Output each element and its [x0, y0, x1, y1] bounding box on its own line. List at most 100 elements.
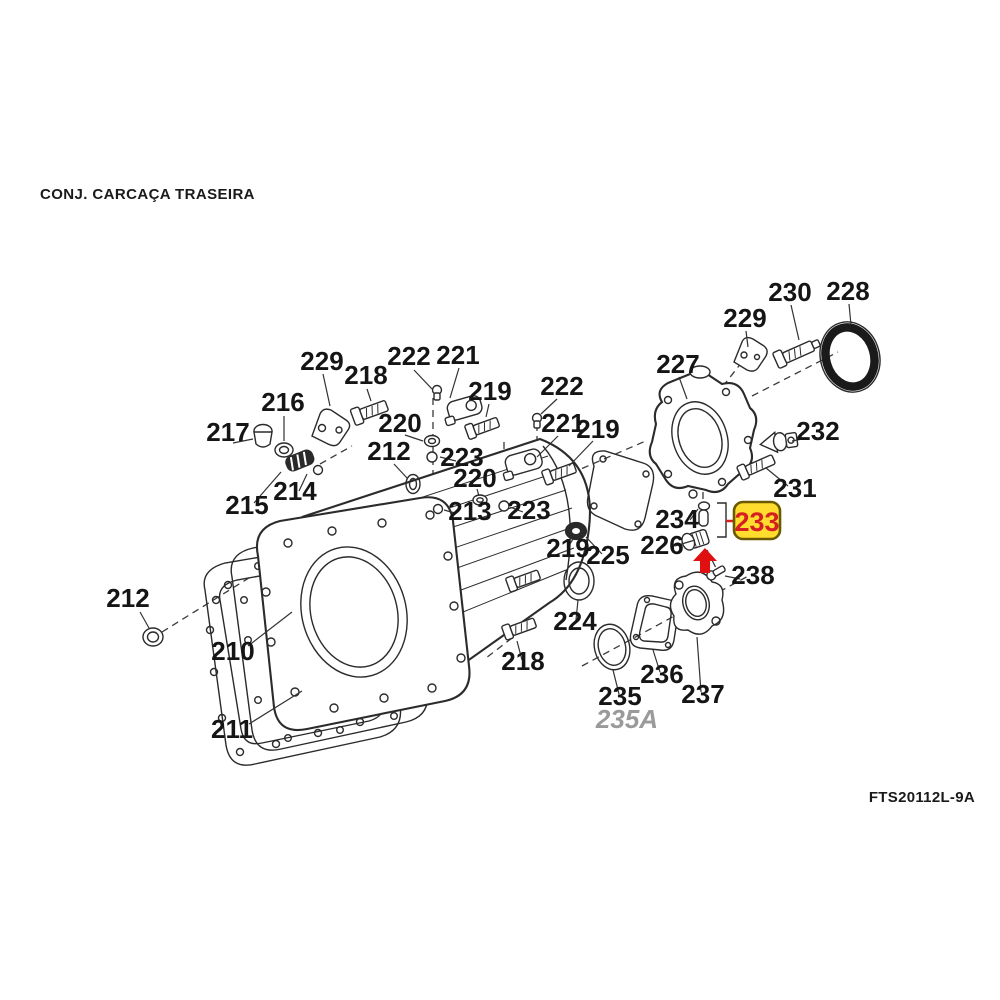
part-label-237: 237	[681, 679, 724, 709]
leader-line-223	[509, 506, 524, 513]
leader-line-211	[248, 690, 303, 725]
sensor-232	[759, 431, 799, 454]
leader-line-229	[322, 373, 331, 407]
seal-224	[563, 561, 595, 601]
bolt-230	[772, 339, 821, 369]
leader-line-236	[652, 649, 661, 673]
part-label-227: 227	[656, 349, 699, 379]
housing-body	[255, 437, 591, 732]
part-label-216: 216	[261, 387, 304, 417]
part-label-212: 212	[367, 436, 410, 466]
leader-line-221	[536, 435, 559, 458]
bolt-218	[349, 400, 389, 426]
leader-line-238	[724, 575, 741, 580]
leader-line-222	[413, 369, 433, 390]
part-label-213: 213	[448, 496, 491, 526]
ball-223	[426, 451, 438, 463]
bracket-229	[311, 408, 351, 447]
leader-line-235	[612, 669, 620, 695]
leader-line-232	[791, 438, 803, 442]
bushing-225	[564, 521, 588, 541]
part-label-236: 236	[640, 659, 683, 689]
highlight-label: 233	[734, 507, 779, 537]
part-label-234: 234	[655, 504, 699, 534]
bracket-229b	[733, 336, 768, 372]
screw-222	[431, 384, 443, 401]
part-label-214: 214	[273, 476, 317, 506]
extension-housing-227	[648, 365, 758, 494]
part-label-221: 221	[541, 408, 584, 438]
leader-line-224	[575, 599, 579, 621]
stack-234	[688, 489, 711, 527]
gasket-235	[593, 623, 631, 671]
ball-215	[312, 464, 324, 476]
drawing-code: FTS20112L-9A	[868, 789, 975, 806]
leader-line-220	[476, 488, 480, 497]
screw-222b	[531, 412, 543, 429]
washer-220b	[472, 494, 488, 506]
part-label-218: 218	[344, 360, 387, 390]
leader-line-213	[443, 509, 456, 514]
leader-line-218	[516, 640, 523, 661]
leader-line-214	[298, 473, 308, 492]
part-label-226: 226	[640, 530, 683, 560]
leader-line-228	[848, 303, 852, 326]
plug-217	[253, 423, 273, 448]
seal-228	[819, 321, 881, 393]
part-label-235: 235	[598, 681, 641, 711]
leader-line-237	[696, 636, 702, 693]
ring-212b	[405, 473, 421, 495]
leader-line-225	[585, 536, 603, 555]
part-label-228: 228	[826, 276, 869, 306]
part-label-225: 225	[586, 540, 629, 570]
part-label-229: 229	[300, 346, 343, 376]
part-label-222: 222	[540, 371, 583, 401]
part-label-219: 219	[576, 414, 619, 444]
leader-line-217	[232, 438, 254, 444]
leader-line-230	[790, 304, 800, 341]
part-label-211: 211	[211, 714, 253, 744]
washer-216	[274, 442, 294, 458]
leader-line-231	[765, 467, 789, 487]
leader-line-212	[139, 611, 150, 629]
leader-line-219	[568, 440, 594, 467]
ball-223b	[498, 500, 510, 512]
part-label-217: 217	[206, 417, 249, 447]
leader-line-234	[689, 508, 699, 521]
leader-line-227	[678, 376, 688, 400]
part-label-232: 232	[796, 416, 839, 446]
part-label-219: 219	[468, 376, 511, 406]
part-label-222: 222	[387, 341, 430, 371]
bolt-219b	[541, 462, 577, 486]
bushing-212	[142, 627, 164, 647]
leader-line-220	[404, 434, 424, 442]
part-label-224: 224	[553, 606, 597, 636]
part-label-220: 220	[453, 463, 496, 493]
washer-220	[423, 434, 441, 448]
part-label-218: 218	[501, 646, 544, 676]
leader-line-212	[393, 463, 408, 479]
ball-213	[432, 503, 444, 515]
switch-221b	[502, 448, 543, 482]
highlight-arrow-icon	[693, 548, 717, 573]
leader-line-210	[247, 611, 293, 647]
part-label-223: 223	[440, 442, 483, 472]
part-label-235A: 235A	[595, 704, 658, 734]
part-label-238: 238	[731, 560, 774, 590]
bolt-218b	[501, 617, 537, 641]
group-bracket	[717, 502, 727, 538]
part-labels: 2102112122122132142152162172182182192192…	[106, 276, 869, 744]
part-label-215: 215	[225, 490, 268, 520]
gasket-219c	[586, 450, 655, 531]
part-label-210: 210	[211, 636, 254, 666]
part-label-221: 221	[436, 340, 479, 370]
bolt-mid	[505, 569, 541, 593]
diagram-title: CONJ. CARCAÇA TRASEIRA	[40, 186, 255, 203]
highlight-badge[interactable]	[732, 500, 782, 541]
highlight-group: 233	[693, 500, 782, 573]
part-label-223: 223	[507, 495, 550, 525]
leader-line-223	[439, 456, 457, 462]
leader-line-218	[366, 388, 372, 402]
leader-line-222	[540, 398, 558, 415]
